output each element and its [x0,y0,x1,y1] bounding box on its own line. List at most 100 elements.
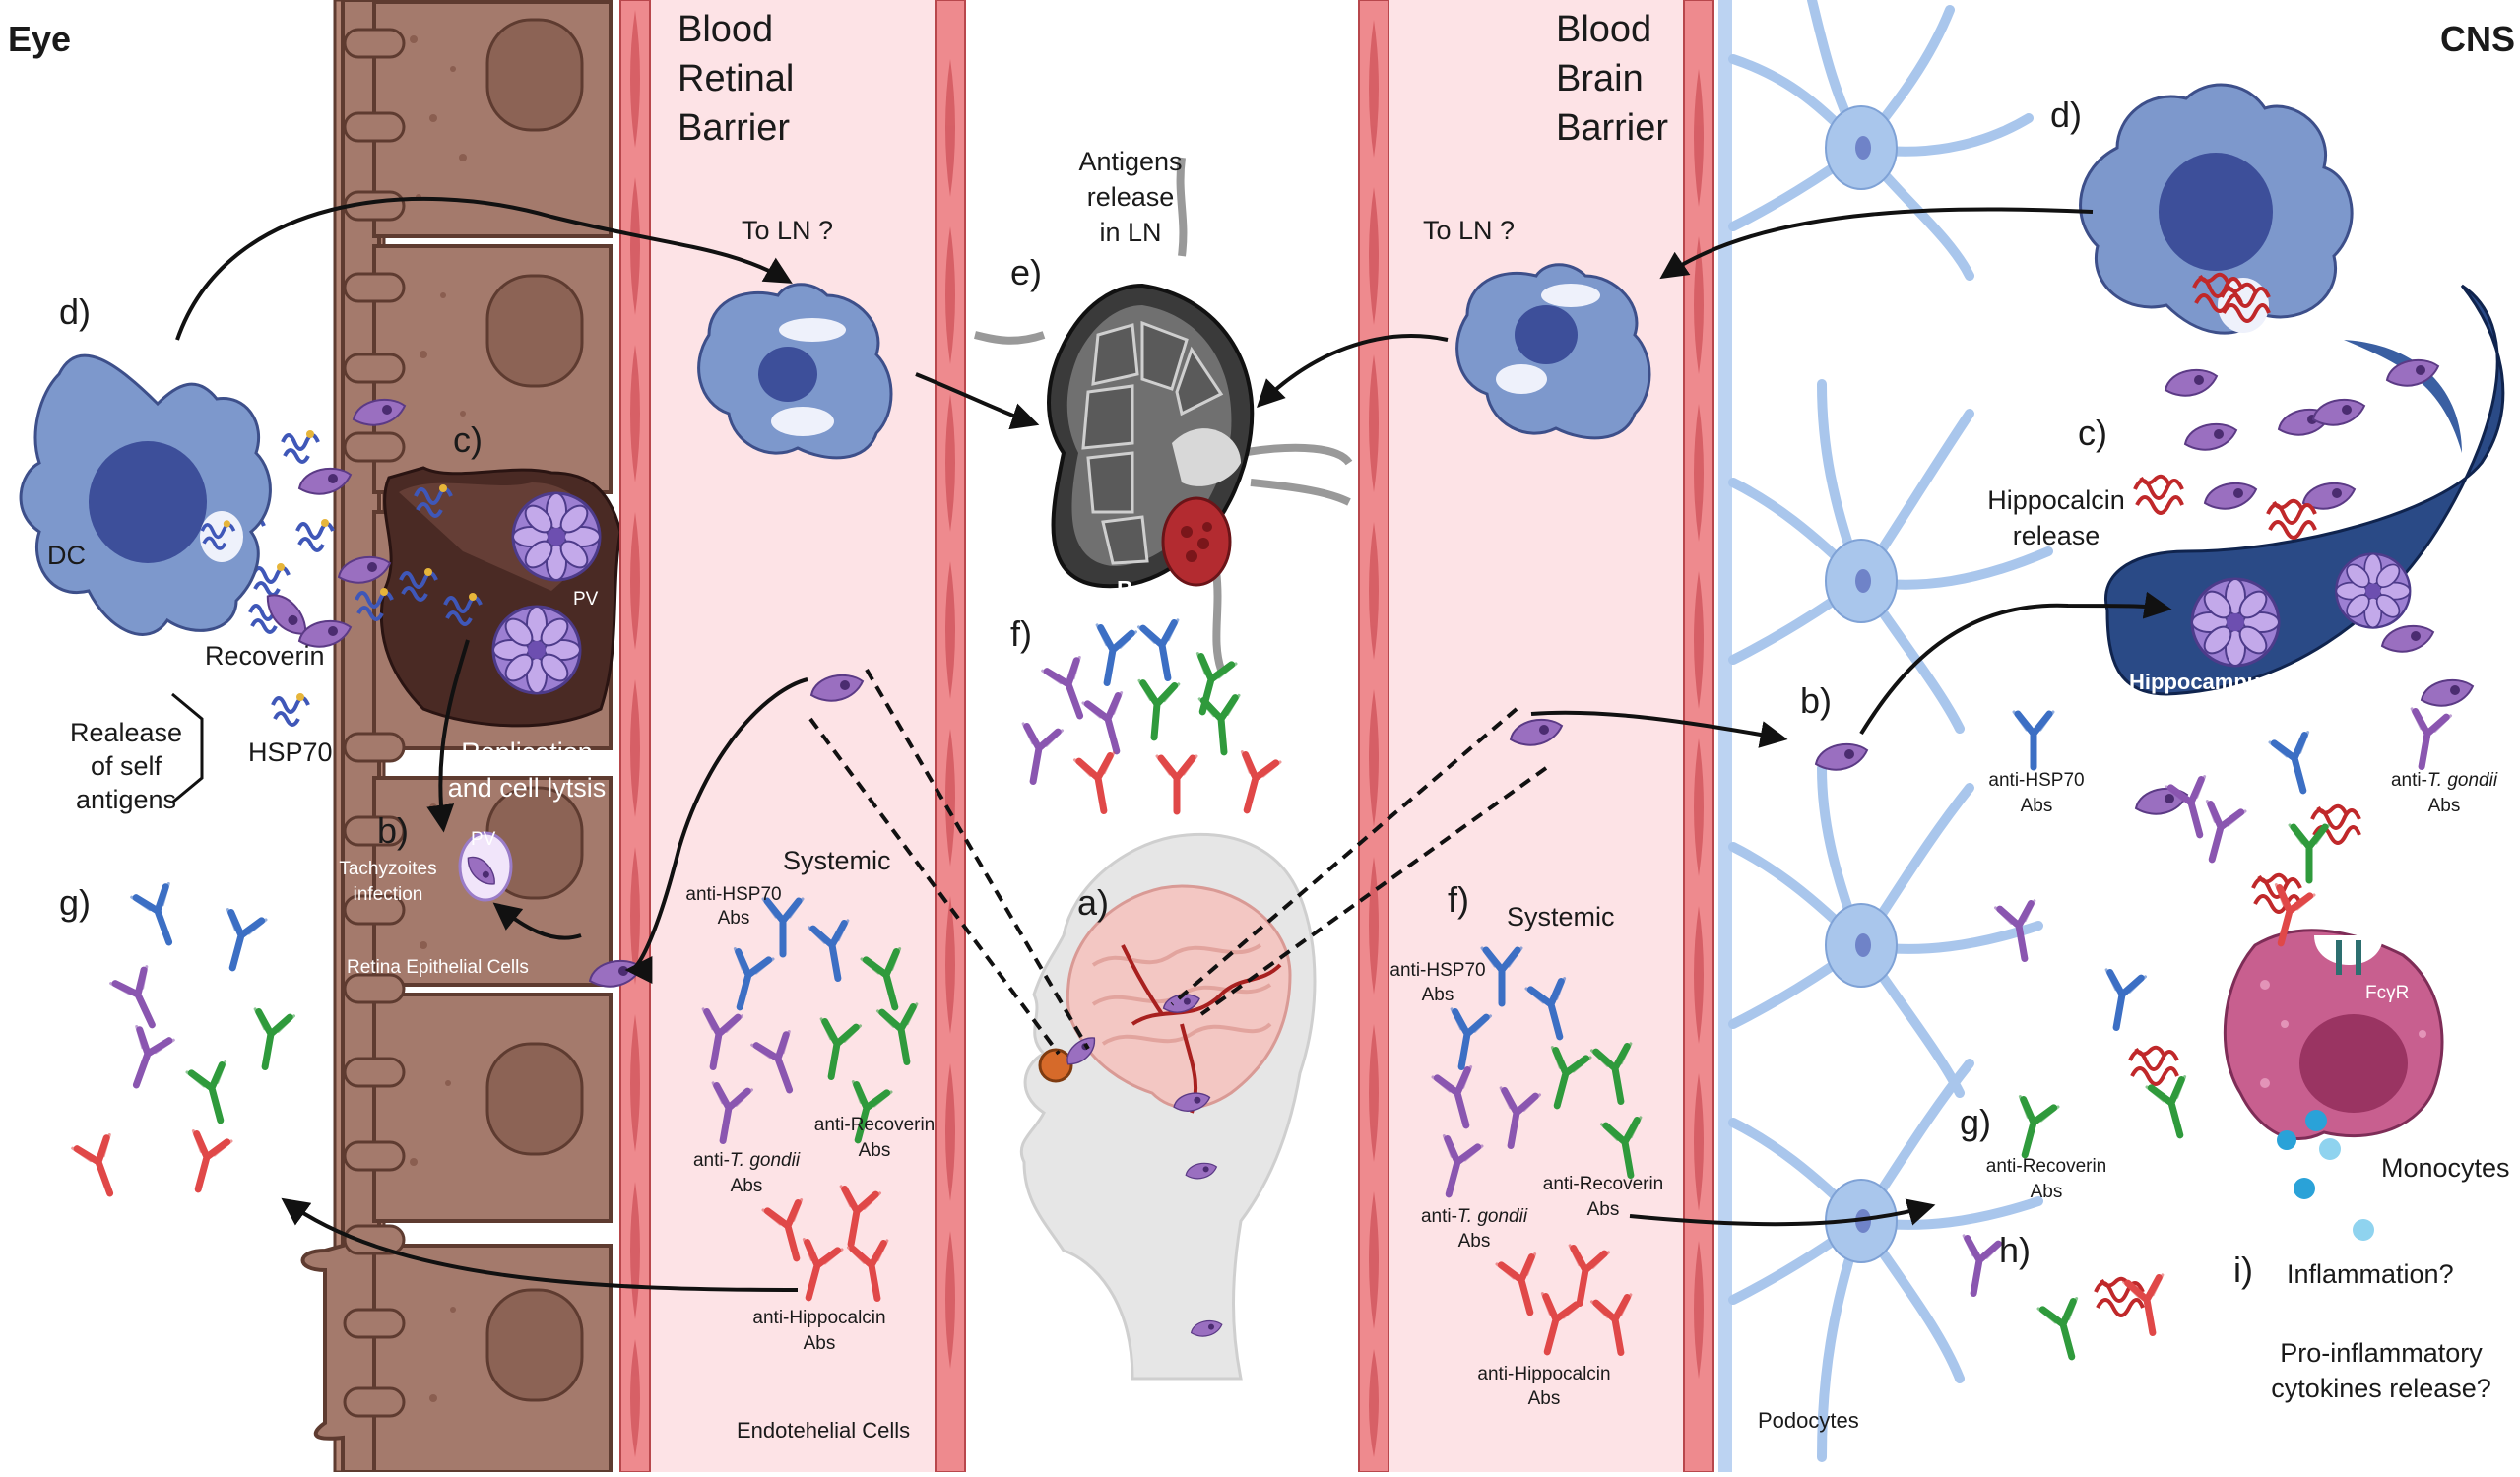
dendritic-cell-brb [697,283,893,460]
antibody-icon [214,910,266,973]
label-release-self-antigens-line-1: Realease [69,718,183,747]
label-systemic-left: Systemic [783,846,891,875]
label-anti-hsp70-cns-line-2: Abs [2020,796,2053,816]
label-anti-hippocalcin-right-line-1: anti-Hippocalcin [1477,1364,1611,1384]
label-fcyr: FcγR [2365,983,2410,1003]
label-podocytes: Podocytes [1758,1408,1859,1433]
label-anti-hsp70-cns-line-1: anti-HSP70 [1988,770,2085,791]
lysed-infected-cell [379,466,622,728]
antibody-icon [2038,1299,2091,1362]
label-anti-tgondii-right-line-2: Abs [1457,1231,1491,1252]
label-systemic-right: Systemic [1507,902,1615,931]
antibody-icon [1157,756,1196,811]
label-anti-recoverin-right-line-2: Abs [1586,1199,1620,1220]
label-d-cns: d) [2050,95,2083,135]
label-recoverin: Recoverin [205,641,325,671]
antibody-icon [2402,709,2450,770]
dendritic-cell-eye [19,353,272,636]
label-anti-recoverin-right-line-1: anti-Recoverin [1542,1174,1664,1194]
label-release-self-antigens-line-3: antigens [75,785,177,814]
self-antigen-bracket [171,692,204,804]
label-anti-tgondii-cns-prefix: anti- [2390,770,2427,791]
label-replication-line-2: and cell lytsis [447,773,607,803]
antibody-icon [1954,1236,2002,1297]
brb-title-line-3: Barrier [678,107,791,149]
label-anti-hsp70-left-line-2: Abs [717,908,750,929]
eye-title: Eye [8,19,72,59]
label-to-ln-left: To LN ? [742,216,834,245]
label-c-eye: c) [453,419,483,460]
label-anti-hsp70-right-line-1: anti-HSP70 [1389,960,1486,981]
label-anti-tgondii-left-line-2: Abs [730,1176,763,1196]
label-anti-tgondii-cns-line-2: Abs [2427,796,2461,816]
bbb-title-line-3: Barrier [1556,107,1669,149]
label-monocytes: Monocytes [2381,1153,2510,1183]
label-hippocampus: Hippocampus [2129,670,2273,694]
label-replication-line-1: Replication [461,738,593,767]
dendritic-cell-cns [2079,83,2354,335]
label-antigens-release-line-3: in LN [1099,218,1162,247]
dendritic-cell-bbb [1455,263,1651,440]
pv-bubble [458,831,513,902]
antibody-icon [1087,625,1135,686]
label-anti-hippocalcin-left-line-1: anti-Hippocalcin [752,1308,886,1328]
lymph-node [974,157,1353,672]
label-anti-recoverin-cns-line-2: Abs [2030,1182,2063,1202]
label-endothelial-cells: Endotehelial Cells [737,1418,911,1443]
antibody-icon [245,1009,293,1070]
label-anti-tgondii-left-prefix: anti- [692,1150,730,1171]
label-anti-tgondii-cns-line-1: anti-T. gondii [2391,770,2497,793]
bbb-title-line-1: Blood [1556,9,1652,50]
antibody-icon [1043,657,1099,722]
label-hippocalcin-release-line-2: release [2012,521,2100,550]
antibody-icon [132,883,188,948]
bbb-title-line-2: Brain [1556,58,1644,99]
label-g-eye: g) [59,882,92,923]
label-tachyzoites-line-2: infection [353,884,423,905]
brb-title-line-1: Blood [678,9,774,50]
label-b-cells: B cells [1117,576,1191,602]
label-pv-2: PV [471,829,496,850]
label-antigens-release-line-2: release [1086,182,1175,212]
label-release-self-antigens-line-2: of self [90,751,162,781]
label-d-eye: d) [59,291,92,332]
label-anti-hsp70-left-line-1: anti-HSP70 [685,884,782,905]
antibody-icon [111,967,170,1034]
label-antigens-release-line-1: Antigens [1078,147,1183,176]
flow-arrows [175,196,2172,1292]
label-anti-recoverin-left-line-2: Abs [858,1140,891,1161]
label-anti-hippocalcin-left-line-2: Abs [803,1333,836,1354]
label-cytokines-release-line-2: cytokines release? [2271,1374,2491,1403]
label-pv-1: PV [573,589,599,610]
label-i: i) [2233,1250,2253,1290]
antibody-icon [2147,1077,2199,1140]
label-anti-tgondii-right-species: T. gondii [1456,1206,1528,1227]
label-anti-recoverin-left-line-1: anti-Recoverin [813,1115,936,1135]
label-hippocalcin-release-line-1: Hippocalcin [1987,485,2125,515]
antibody-icon [1228,752,1280,815]
label-hsp70: HSP70 [248,738,333,767]
label-retina-epithelial-cells: Retina Epithelial Cells [347,957,529,978]
antibody-icon [179,1131,231,1194]
antibody-icon [2006,1097,2058,1160]
cns-title: CNS [2440,19,2516,59]
antibody-icon [187,1062,239,1125]
antibody-icon [1134,680,1179,738]
label-anti-tgondii-right-prefix: anti- [1420,1206,1457,1227]
label-anti-tgondii-left-line-1: anti-T. gondii [693,1150,800,1173]
label-to-ln-right: To LN ? [1423,216,1516,245]
antibody-icon [1138,620,1187,681]
antibody-icon [73,1134,129,1199]
label-anti-hsp70-right-line-2: Abs [1421,985,1454,1005]
label-anti-recoverin-cns-line-1: anti-Recoverin [1985,1156,2107,1177]
label-a: a) [1077,882,1110,923]
label-anti-hippocalcin-right-line-2: Abs [1527,1388,1561,1409]
antibody-icon [2270,733,2322,796]
antibody-icon [1083,693,1135,756]
label-f-right: f) [1448,879,1469,920]
brb-title-line-2: Retinal [678,58,795,99]
label-anti-tgondii-cns-species: T. gondii [2426,770,2498,791]
label-anti-tgondii-left-species: T. gondii [729,1150,801,1171]
